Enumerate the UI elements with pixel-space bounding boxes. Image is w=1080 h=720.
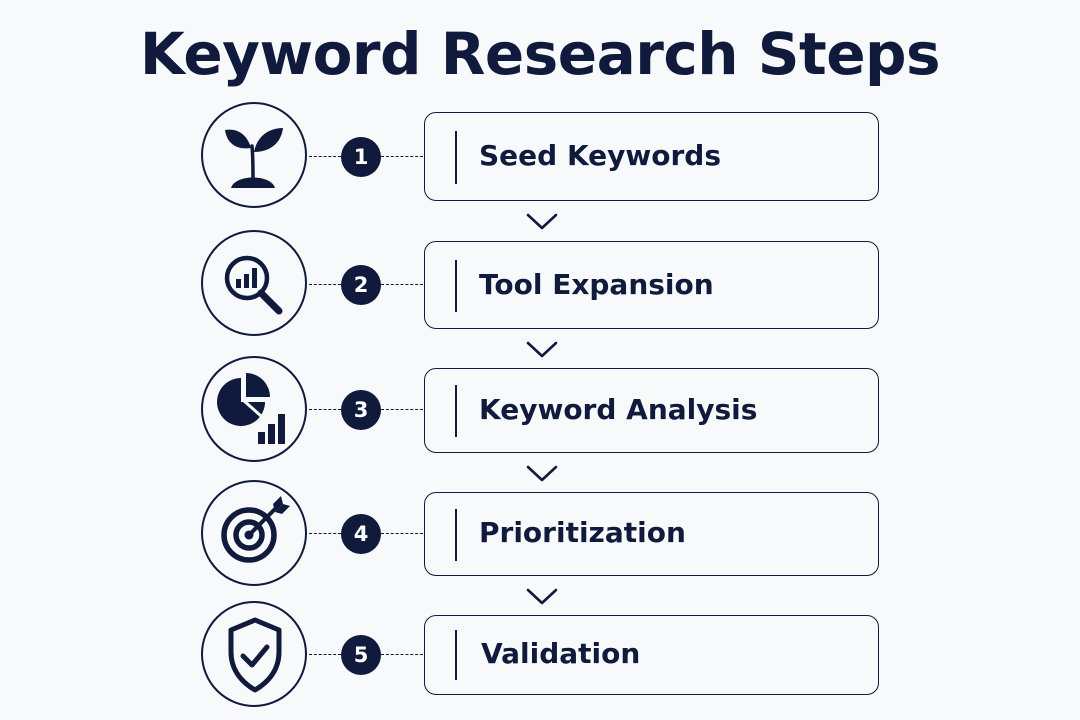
accent-bar <box>455 509 457 561</box>
step-label: Prioritization <box>479 516 686 549</box>
page-title: Keyword Research Steps <box>139 20 941 88</box>
connector-dash <box>381 533 423 534</box>
connector-dash <box>309 654 341 655</box>
pie-bar-chart-icon <box>201 356 307 462</box>
step-box-seed-keywords: Seed Keywords <box>424 112 879 201</box>
step-label: Tool Expansion <box>479 268 714 301</box>
accent-bar <box>455 260 457 312</box>
accent-bar <box>455 385 457 437</box>
connector-dash <box>309 284 341 285</box>
step-box-prioritization: Prioritization <box>424 492 879 576</box>
accent-bar <box>455 630 457 680</box>
step-number-5: 5 <box>341 635 381 675</box>
connector-dash <box>309 409 341 410</box>
connector-dash <box>381 654 423 655</box>
target-arrow-icon <box>201 480 307 586</box>
chevron-down-icon <box>526 588 558 605</box>
connector-dash <box>309 533 341 534</box>
chevron-down-icon <box>526 465 558 482</box>
magnifier-chart-icon <box>201 230 307 336</box>
step-number-1: 1 <box>341 137 381 177</box>
chevron-down-icon <box>526 341 558 358</box>
chevron-down-icon <box>526 213 558 230</box>
step-number-4: 4 <box>341 514 381 554</box>
connector-dash <box>381 156 423 157</box>
step-number-3: 3 <box>341 390 381 430</box>
shield-check-icon <box>201 601 307 707</box>
connector-dash <box>309 156 341 157</box>
step-box-tool-expansion: Tool Expansion <box>424 241 879 329</box>
step-label: Validation <box>481 637 641 670</box>
step-label: Keyword Analysis <box>479 393 758 426</box>
accent-bar <box>455 131 457 184</box>
connector-dash <box>381 409 423 410</box>
step-number-2: 2 <box>341 265 381 305</box>
sprout-icon <box>201 102 307 208</box>
connector-dash <box>381 284 423 285</box>
step-box-validation: Validation <box>424 615 879 695</box>
step-label: Seed Keywords <box>479 139 722 172</box>
step-box-keyword-analysis: Keyword Analysis <box>424 368 879 453</box>
